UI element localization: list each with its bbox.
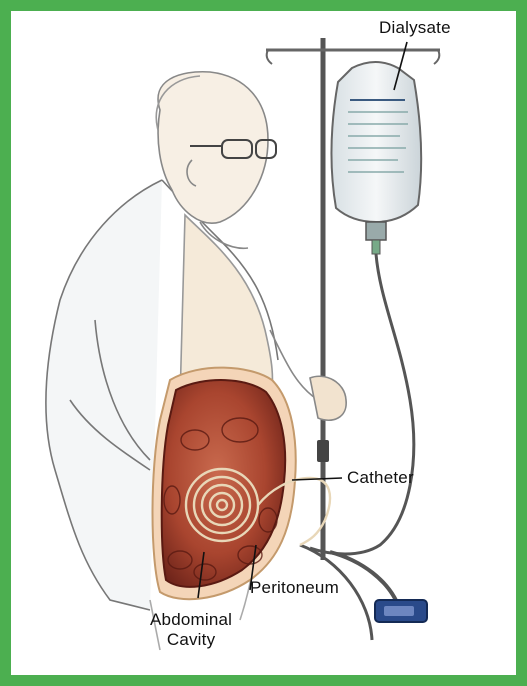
abdominal-cutaway bbox=[153, 368, 331, 600]
abdominal-cavity-label-line1: Abdominal bbox=[150, 610, 232, 630]
tube-clamp bbox=[375, 600, 427, 622]
peritoneum-label: Peritoneum bbox=[250, 578, 339, 598]
abdominal-cavity-label-line2: Cavity bbox=[150, 630, 232, 650]
dialysate-label: Dialysate bbox=[379, 18, 451, 38]
abdominal-cavity-label: Abdominal Cavity bbox=[150, 610, 232, 650]
catheter-label: Catheter bbox=[347, 468, 414, 488]
dialysate-bag bbox=[331, 62, 421, 254]
